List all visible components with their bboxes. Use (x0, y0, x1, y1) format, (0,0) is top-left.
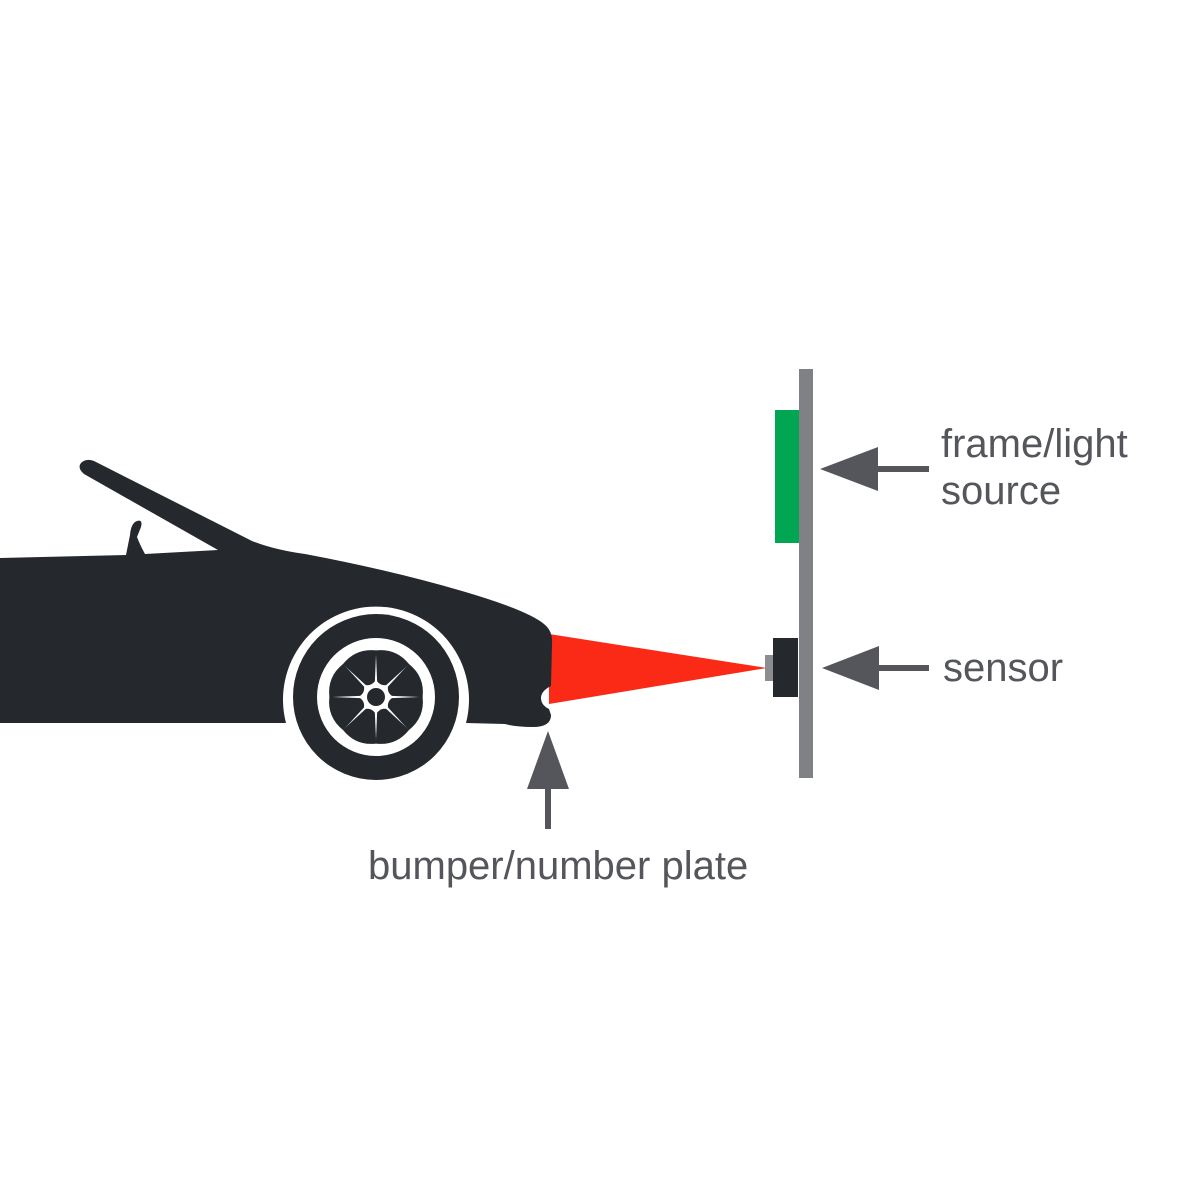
sensor-arrow-icon (822, 646, 929, 690)
laser-beam (549, 634, 767, 704)
frame-light-source-arrow-icon (820, 447, 929, 491)
bumper-arrow-icon (527, 731, 569, 829)
sensor-label: sensor (943, 646, 1064, 690)
sensor-block (773, 638, 798, 697)
wheel-hub (367, 688, 385, 706)
frame-pole (799, 369, 813, 778)
light-source-bar (775, 410, 799, 543)
frame-light-source-label: frame/light source (941, 422, 1128, 513)
bumper-number-plate-label: bumper/number plate (368, 844, 749, 888)
wheel-spokes (329, 650, 423, 744)
front-wheel (293, 614, 459, 780)
car-silhouette (0, 459, 553, 727)
sensor-nub (765, 655, 775, 681)
